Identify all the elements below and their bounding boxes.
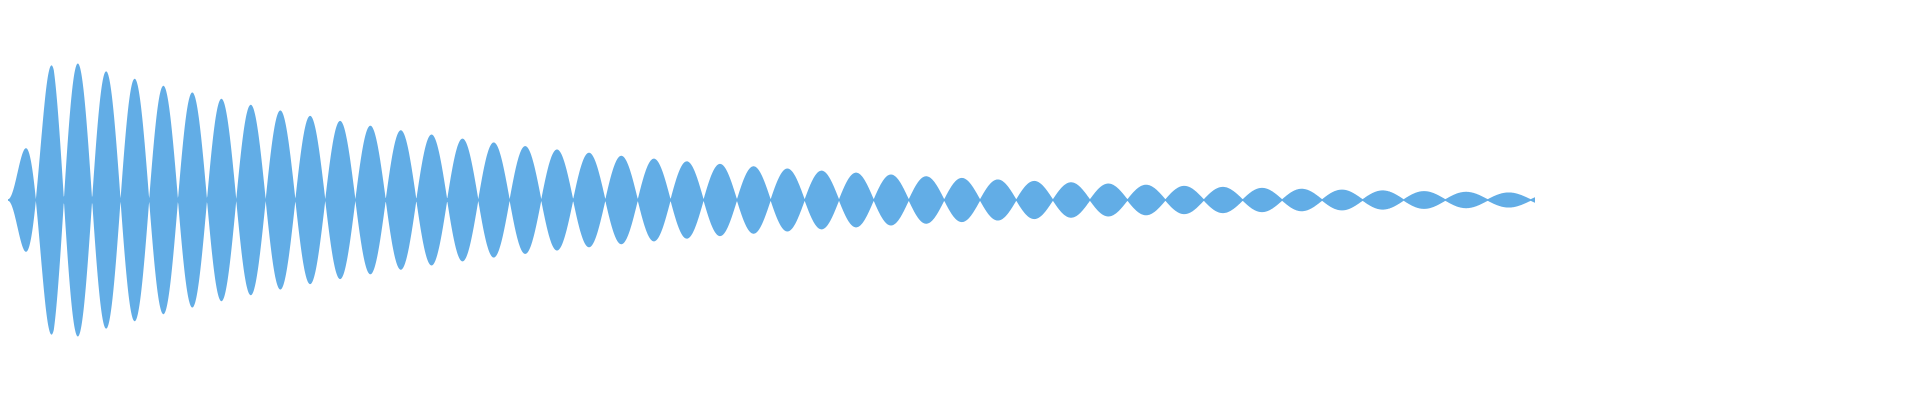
waveform-shape: [8, 63, 1535, 337]
